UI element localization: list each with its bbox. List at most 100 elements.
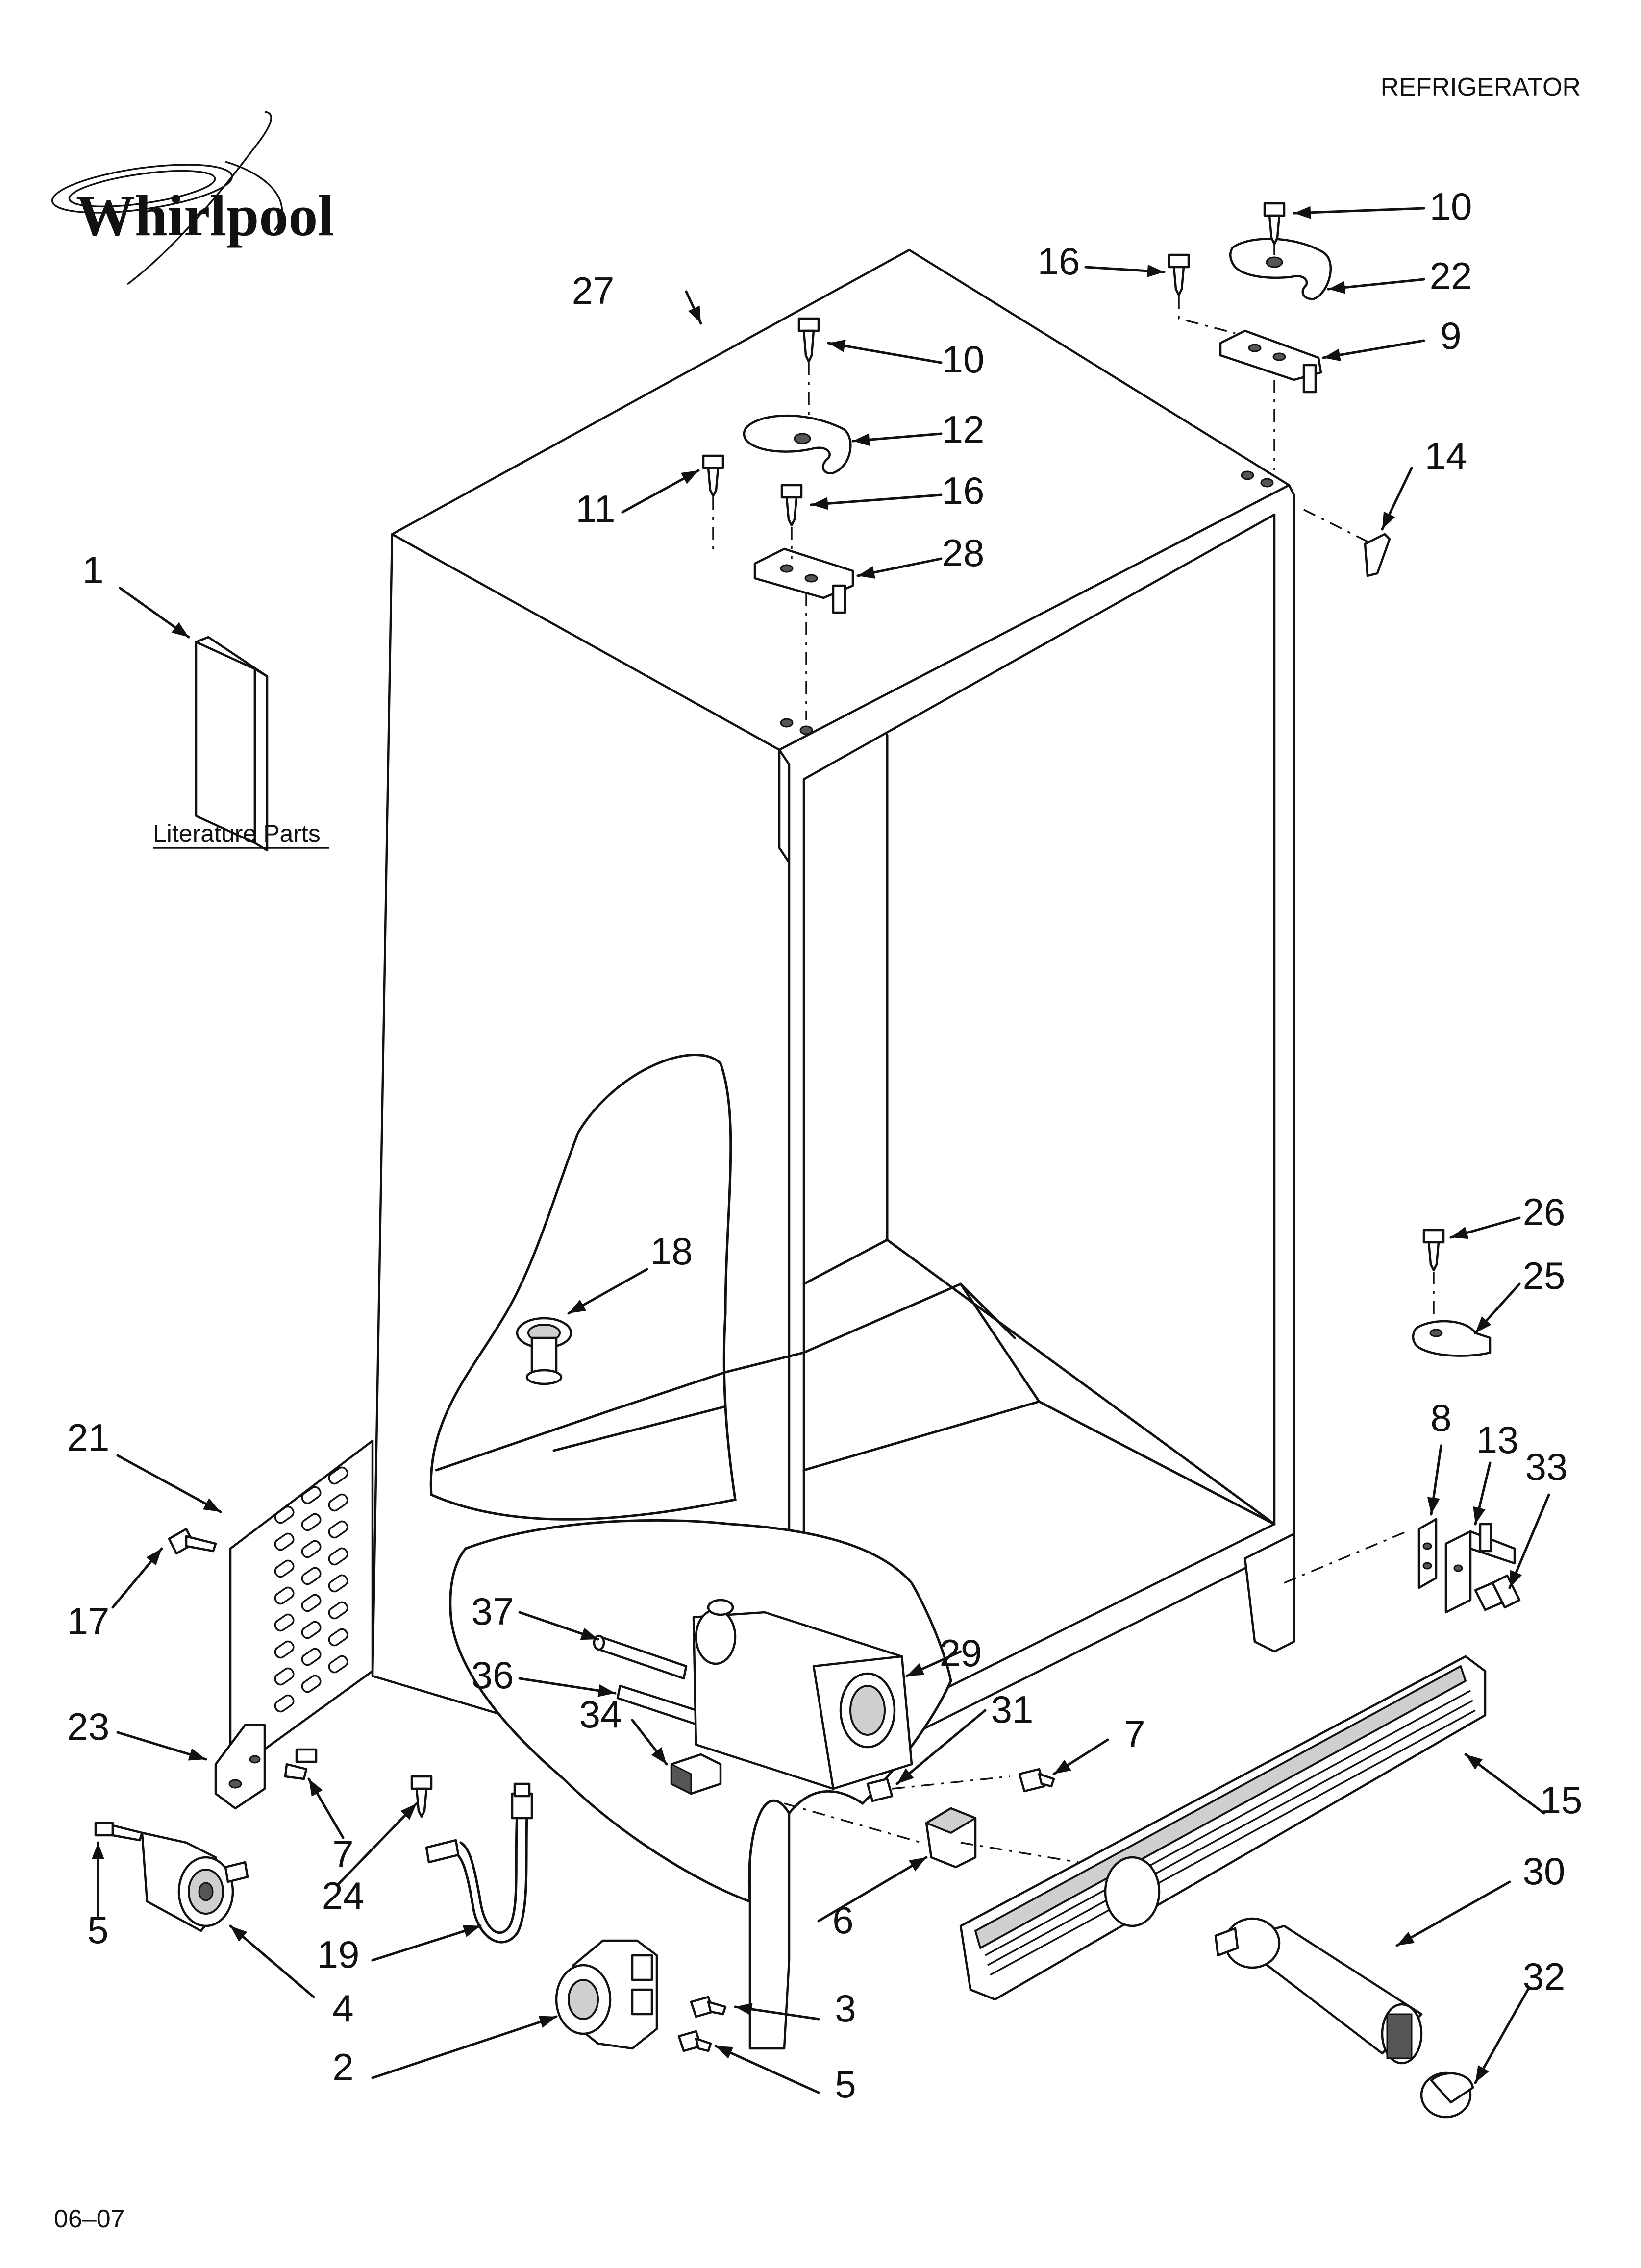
- category-header: REFRIGERATOR: [1381, 73, 1581, 101]
- leader-arrowhead: [735, 2003, 753, 2016]
- vent-slot: [274, 1694, 295, 1713]
- leader-arrowhead: [897, 1768, 914, 1784]
- toe-grille-15: [959, 1655, 1487, 2001]
- leader-line: [714, 2045, 820, 2094]
- callout-17: 17: [67, 1600, 110, 1643]
- callout-labels: 1 2 3 4 5 5 6 7 7 8 9 10 10 11 12 13 14 …: [67, 185, 1583, 2106]
- leader-line: [1293, 207, 1425, 215]
- vent-slot: [328, 1601, 348, 1620]
- callout-37: 37: [472, 1590, 514, 1633]
- leader-arrowhead: [858, 566, 875, 579]
- leader-arrowhead: [538, 2016, 556, 2028]
- callout-8: 8: [1430, 1396, 1451, 1439]
- callout-15: 15: [1540, 1778, 1583, 1822]
- callout-34: 34: [579, 1693, 622, 1736]
- callout-11: 11: [576, 487, 616, 530]
- date-code: 06–07: [54, 2205, 125, 2233]
- vent-slot: [301, 1594, 322, 1612]
- leader-arrowhead: [680, 470, 698, 484]
- callout-5-left: 5: [87, 1908, 108, 1951]
- callout-30: 30: [1523, 1849, 1566, 1893]
- leader-line: [827, 342, 943, 364]
- callout-5-bottom: 5: [835, 2063, 856, 2106]
- vent-slot: [274, 1586, 295, 1605]
- callout-7-right: 7: [1124, 1712, 1145, 1755]
- callout-26: 26: [1523, 1190, 1566, 1233]
- vent-slot: [274, 1667, 295, 1686]
- leader-arrowhead: [907, 1663, 925, 1676]
- callout-18: 18: [650, 1230, 693, 1273]
- leader-arrowhead: [580, 1627, 598, 1640]
- vent-slot: [328, 1520, 348, 1539]
- filter-cover-6: [925, 1807, 977, 1869]
- shim-14: [1364, 533, 1391, 577]
- callout-23: 23: [67, 1705, 110, 1748]
- bottom-hinge-bracket-13: [1444, 1523, 1516, 1614]
- callout-32: 32: [1523, 1955, 1566, 1998]
- callout-36: 36: [472, 1653, 514, 1697]
- callout-14: 14: [1425, 434, 1467, 477]
- leader-arrowhead: [400, 1803, 417, 1820]
- leader-line: [895, 1709, 987, 1785]
- leader-arrowhead: [462, 1924, 480, 1937]
- leader-line: [371, 2015, 558, 2079]
- leader-arrowhead: [569, 1300, 587, 1313]
- vent-slot: [301, 1621, 322, 1639]
- leader-arrowhead: [171, 622, 189, 637]
- callout-27: 27: [572, 269, 615, 312]
- callout-31: 31: [991, 1688, 1034, 1731]
- water-filter-30: [1214, 1917, 1423, 2065]
- callout-6: 6: [832, 1898, 853, 1942]
- leader-line: [337, 1802, 418, 1886]
- screw-11-left: [702, 454, 724, 497]
- leader-arrowhead: [1473, 1506, 1486, 1524]
- leader-lines: [92, 206, 1550, 2094]
- callout-12: 12: [942, 408, 985, 451]
- leader-line: [817, 1856, 928, 1923]
- callout-33: 33: [1525, 1445, 1568, 1488]
- whirlpool-logo: Whirlpool: [51, 111, 334, 285]
- leader-arrowhead: [909, 1857, 926, 1872]
- screw-31: [866, 1777, 894, 1802]
- leader-arrowhead: [92, 1843, 104, 1859]
- cabinet-interior-cutaway-upper: [429, 1054, 1041, 1521]
- leader-arrowhead: [1510, 1570, 1522, 1588]
- vent-slot: [301, 1513, 322, 1531]
- screw-7-right: [1018, 1768, 1055, 1793]
- callout-2: 2: [332, 2046, 353, 2089]
- callout-25: 25: [1523, 1254, 1566, 1297]
- screw-7-left: [284, 1748, 318, 1780]
- screw-26: [1422, 1229, 1445, 1272]
- vent-slot: [328, 1628, 348, 1647]
- leader-arrowhead: [1466, 1754, 1483, 1770]
- screw-3: [690, 1996, 727, 2018]
- leader-line: [1508, 1493, 1550, 1589]
- water-tube-19: [425, 1782, 533, 1944]
- screw-5-left: [94, 1822, 144, 1842]
- top-hinge-cover-right: [1229, 238, 1332, 300]
- leader-line: [371, 1924, 482, 1962]
- leader-line: [116, 1454, 222, 1513]
- leader-arrowhead: [1294, 206, 1311, 219]
- rear-grille-vents: [274, 1466, 348, 1713]
- leader-arrowhead: [1328, 281, 1346, 294]
- leader-arrowhead: [716, 2046, 734, 2059]
- vent-slot: [274, 1559, 295, 1578]
- callout-10-right: 10: [1430, 185, 1472, 228]
- callout-21: 21: [67, 1416, 110, 1459]
- leader-arrowhead: [146, 1549, 162, 1566]
- top-hinge-bracket-right: [1219, 329, 1322, 394]
- vent-slot: [328, 1466, 348, 1485]
- leader-arrowhead: [1475, 2065, 1490, 2083]
- bottom-hinge-2: [555, 1939, 658, 2050]
- top-hinge-bracket-left: [753, 547, 854, 614]
- vent-slot: [274, 1613, 295, 1632]
- leader-arrowhead: [1451, 1227, 1469, 1239]
- vent-slot: [301, 1540, 322, 1558]
- callout-16-left: 16: [942, 469, 985, 512]
- vent-slot: [274, 1640, 295, 1659]
- leader-arrowhead: [309, 1779, 323, 1797]
- leader-line: [1322, 339, 1425, 359]
- bracket-23: [214, 1724, 266, 1810]
